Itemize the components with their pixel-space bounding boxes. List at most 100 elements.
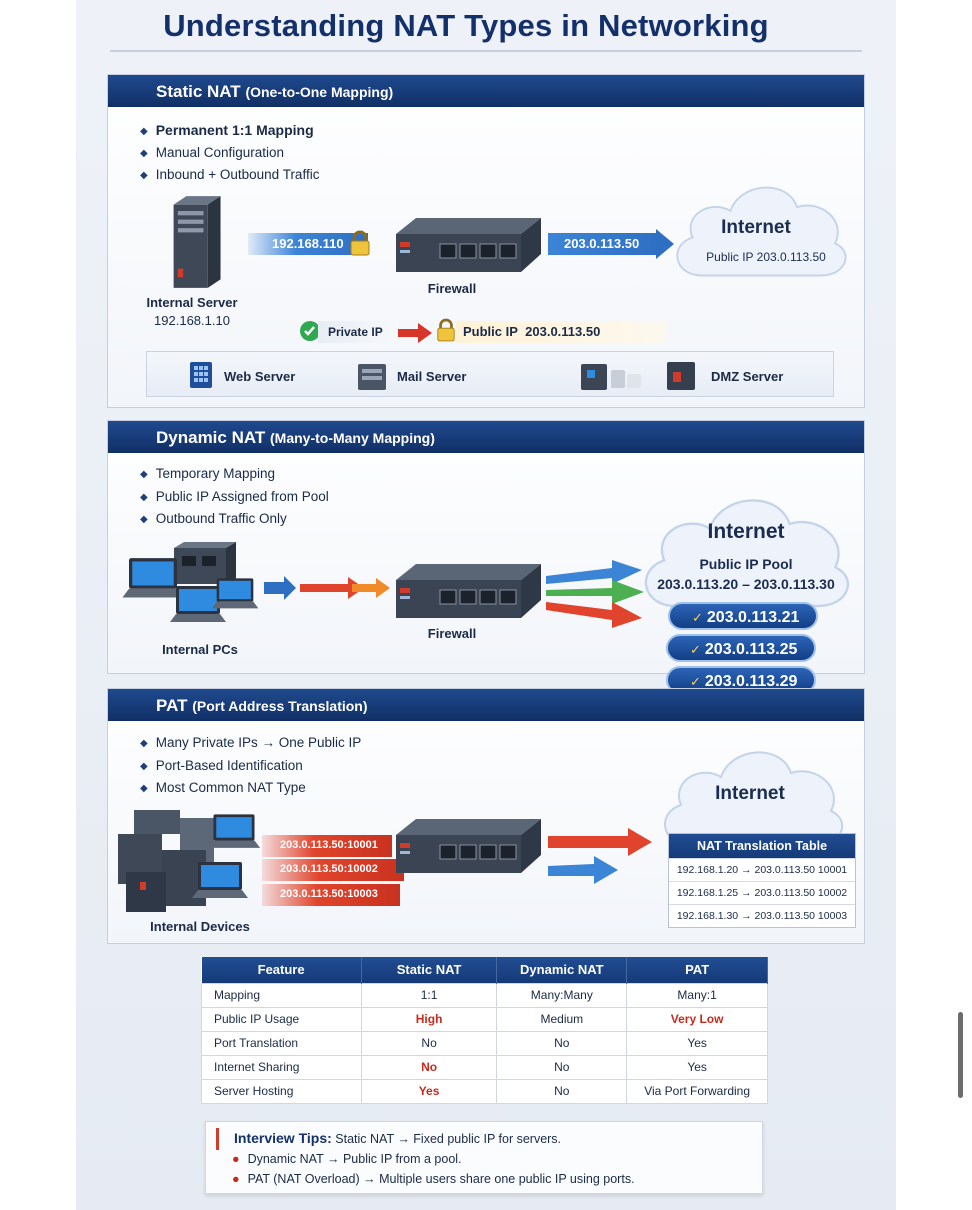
table-cell: Yes	[360, 1078, 498, 1104]
lock-icon	[349, 230, 371, 256]
dynamic-nat-heading: Dynamic NAT (Many-to-Many Mapping)	[108, 421, 864, 453]
private-ip-arrow-label: 192.168.110	[272, 236, 344, 251]
dynamic-nat-subtitle: (Many-to-Many Mapping)	[270, 430, 435, 446]
pool-title: Public IP Pool	[699, 556, 793, 572]
server-types-strip	[146, 351, 834, 397]
tips-item: ● PAT (NAT Overload) → Multiple users sha…	[232, 1172, 635, 1186]
list-item: Many Private IPs → One Public IP	[140, 735, 362, 758]
internal-pcs-label: Internal PCs	[162, 642, 238, 657]
pool-ip-2: ✓203.0.113.25	[666, 634, 816, 662]
pat-subtitle: (Port Address Translation)	[192, 698, 368, 714]
cloud-public-ip: Public IP 203.0.113.50	[706, 250, 826, 264]
table-row: 192.168.1.20 → 203.0.113.50 10001	[669, 858, 855, 881]
list-item: Permanent 1:1 Mapping	[140, 122, 319, 145]
cloud-title: Internet	[715, 783, 785, 804]
list-item: Manual Configuration	[140, 145, 319, 168]
web-server-label: Web Server	[224, 369, 296, 384]
dynamic-nat-title: Dynamic NAT	[156, 428, 266, 447]
port-arrow-1: 203.0.113.50:10001	[262, 835, 392, 857]
private-ip-tag: Private IP	[318, 321, 398, 343]
public-ip-arrow-label: 203.0.113.50	[564, 236, 640, 251]
list-item: Temporary Mapping	[140, 466, 329, 489]
internal-server-ip: 192.168.1.10	[154, 313, 230, 328]
column-header: Feature	[201, 957, 362, 983]
tips-item-text: PAT (NAT Overload) → Multiple users shar…	[247, 1172, 635, 1186]
table-cell: Internet Sharing	[201, 1054, 362, 1080]
column-header: Dynamic NAT	[496, 957, 628, 983]
table-row: Mapping 1:1 Many:Many Many:1	[201, 982, 768, 1008]
laptop-icon	[206, 812, 262, 854]
mail-server-label: Mail Server	[397, 369, 467, 384]
check-icon	[300, 321, 320, 341]
laptop-icon	[190, 860, 250, 904]
check-icon: ✓	[692, 610, 703, 625]
table-row: Internet Sharing No No Yes	[201, 1054, 768, 1080]
pool-ip-text: 203.0.113.21	[706, 609, 800, 626]
dynamic-nat-bullets: Temporary Mapping Public IP Assigned fro…	[140, 466, 329, 534]
tips-label: Interview Tips:	[234, 1130, 332, 1146]
static-nat-title: Static NAT	[156, 82, 241, 101]
table-row: Public IP Usage High Medium Very Low	[201, 1006, 768, 1032]
mail-server-icon	[358, 364, 386, 390]
table-cell: Port Translation	[201, 1030, 362, 1056]
list-item: Port-Based Identification	[140, 758, 361, 781]
table-cell: Server Hosting	[201, 1078, 362, 1104]
nat-table-title: NAT Translation Table	[669, 834, 855, 858]
internal-server-label: Internal Server	[146, 295, 238, 310]
table-cell: Many:1	[626, 982, 768, 1008]
table-cell: Medium	[496, 1006, 628, 1032]
table-cell: Very Low	[626, 1006, 768, 1032]
pat-bullets: Many Private IPs → One Public IP Port-Ba…	[140, 735, 362, 803]
table-cell: No	[496, 1078, 628, 1104]
firewall-label: Firewall	[427, 281, 477, 296]
title-divider	[110, 50, 862, 52]
column-header: PAT	[626, 957, 768, 983]
outbound-arrows-icon	[546, 560, 644, 628]
firewall-switch-icon	[386, 560, 546, 624]
pool-ip-text: 203.0.113.29	[704, 673, 798, 690]
table-header-row: Feature Static NAT Dynamic NAT PAT	[201, 957, 768, 983]
nat-translation-table: NAT Translation Table 192.168.1.20 → 203…	[668, 833, 856, 928]
port-label: 203.0.113.50:10003	[280, 888, 378, 900]
page-title: Understanding NAT Types in Networking	[163, 8, 769, 43]
comparison-table: Feature Static NAT Dynamic NAT PAT Mappi…	[201, 957, 768, 1104]
private-ip-arrow: 192.168.110	[248, 233, 368, 255]
table-cell: No	[360, 1054, 498, 1080]
bullet-dot-icon: ●	[232, 1172, 240, 1186]
pool-ip-text: 203.0.113.25	[704, 641, 798, 658]
bullet-dot-icon: ●	[232, 1152, 240, 1166]
table-cell: Mapping	[201, 982, 362, 1008]
dmz-server-icon	[667, 362, 695, 390]
pool-range: 203.0.113.20 – 203.0.113.30	[657, 576, 835, 592]
table-cell: Yes	[626, 1030, 768, 1056]
port-label: 203.0.113.50:10002	[280, 863, 378, 875]
arrow-head-icon	[656, 229, 674, 259]
port-arrow-3: 203.0.113.50:10003	[262, 884, 400, 906]
column-header: Static NAT	[361, 957, 498, 983]
private-ip-text: Private IP	[328, 325, 383, 339]
pat-title: PAT	[156, 696, 188, 715]
table-cell: No	[360, 1030, 498, 1056]
list-item: Inbound + Outbound Traffic	[140, 167, 320, 190]
table-cell: 1:1	[360, 982, 498, 1008]
public-ip-value: 203.0.113.50	[525, 324, 601, 339]
pc-tower-icon	[174, 542, 236, 584]
scrollbar-thumb[interactable]	[958, 1012, 963, 1098]
check-icon: ✓	[690, 642, 701, 657]
table-row: Server Hosting Yes No Via Port Forwardin…	[201, 1078, 768, 1104]
public-ip-arrow: 203.0.113.50	[548, 233, 660, 255]
table-row: 192.168.1.25 → 203.0.113.50 10002	[669, 881, 855, 904]
tips-first-text: Static NAT → Fixed public IP for servers…	[335, 1132, 562, 1146]
list-item: Outbound Traffic Only	[140, 511, 329, 534]
static-nat-heading: Static NAT (One-to-One Mapping)	[108, 75, 864, 107]
server-tower-icon	[146, 194, 246, 290]
public-ip-text: Public IP	[463, 324, 518, 339]
cloud-title: Internet	[721, 217, 791, 238]
firewall-switch-icon	[386, 815, 546, 879]
cloud-title: Internet	[707, 520, 785, 543]
dmz-server-label: DMZ Server	[711, 369, 784, 384]
list-item: Public IP Assigned from Pool	[140, 489, 329, 512]
interview-tips-box: Interview Tips: Static NAT → Fixed publi…	[205, 1121, 763, 1194]
table-cell: Many:Many	[496, 982, 628, 1008]
tips-accent-bar	[216, 1128, 219, 1150]
